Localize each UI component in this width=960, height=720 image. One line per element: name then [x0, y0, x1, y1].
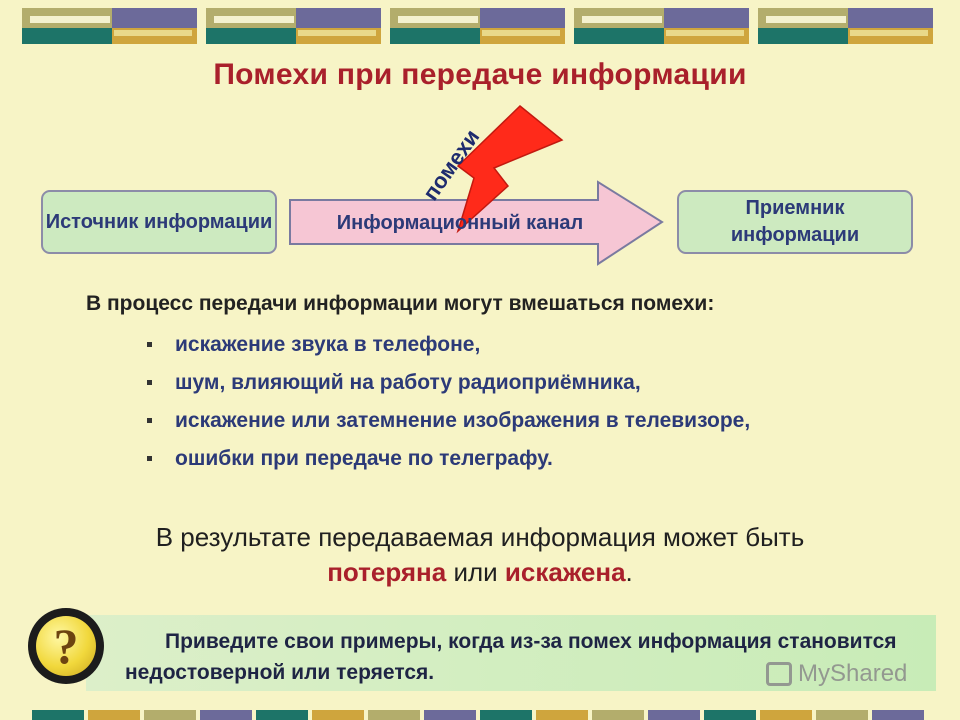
- top-decorative-band: [22, 8, 940, 44]
- band-tile: [816, 710, 868, 720]
- band-tile: [574, 28, 664, 44]
- band-tile: [850, 30, 928, 36]
- result-end: .: [625, 557, 633, 587]
- bullet-icon: [147, 418, 152, 423]
- band-tile: [766, 16, 846, 23]
- band-tile: [368, 710, 420, 720]
- band-tile: [666, 30, 744, 36]
- bullet-icon: [147, 456, 152, 461]
- band-tile: [592, 710, 644, 720]
- watermark: MyShared: [766, 656, 936, 692]
- question-band: [86, 615, 936, 691]
- bottom-decorative-band: [32, 710, 932, 720]
- list-item-text: искажение или затемнение изображения в т…: [175, 409, 751, 432]
- band-tile: [30, 16, 110, 23]
- noise-examples-list: искажение звука в телефоне, шум, влияющи…: [145, 328, 785, 480]
- band-tile: [144, 710, 196, 720]
- band-tile: [482, 30, 560, 36]
- bullet-icon: [147, 380, 152, 385]
- band-tile: [648, 710, 700, 720]
- band-tile: [872, 710, 924, 720]
- band-tile: [22, 28, 112, 44]
- band-tile: [296, 8, 381, 28]
- list-item-text: шум, влияющий на работу радиоприёмника,: [175, 371, 641, 394]
- band-tile: [704, 710, 756, 720]
- intro-text: В процесс передачи информации могут вмеш…: [86, 292, 715, 315]
- question-text: Приведите свои примеры, когда из-за поме…: [125, 626, 945, 688]
- list-item-text: ошибки при передаче по телеграфу.: [175, 447, 553, 470]
- list-item-text: искажение звука в телефоне,: [175, 333, 481, 356]
- question-glyph: ?: [36, 616, 96, 676]
- band-tile: [536, 710, 588, 720]
- result-line-1: В результате передаваемая информация мож…: [155, 522, 805, 552]
- source-box: Источник информации: [41, 190, 277, 254]
- list-item: шум, влияющий на работу радиоприёмника,: [145, 366, 785, 399]
- band-tile: [88, 710, 140, 720]
- band-tile: [312, 710, 364, 720]
- band-tile: [114, 30, 192, 36]
- channel-label: Информационный канал: [336, 212, 584, 234]
- list-item: искажение или затемнение изображения в т…: [145, 404, 785, 437]
- result-text: В результате передаваемая информация мож…: [0, 520, 960, 590]
- band-tile: [298, 30, 376, 36]
- band-tile: [200, 710, 252, 720]
- band-tile: [480, 8, 565, 28]
- question-mark-icon: ?: [28, 608, 104, 684]
- slide-title: Помехи при передаче информации: [213, 58, 747, 91]
- band-tile: [758, 28, 848, 44]
- band-tile: [582, 16, 662, 23]
- list-item: ошибки при передаче по телеграфу.: [145, 442, 785, 475]
- distorted-word: искажена: [504, 557, 626, 587]
- list-item: искажение звука в телефоне,: [145, 328, 785, 361]
- lost-word: потеряна: [327, 557, 447, 587]
- band-tile: [848, 8, 933, 28]
- question-body: Приведите свои примеры, когда из-за поме…: [125, 630, 897, 684]
- band-tile: [664, 8, 749, 28]
- band-tile: [214, 16, 294, 23]
- band-tile: [32, 710, 84, 720]
- noise-label: помехи: [417, 124, 485, 205]
- band-tile: [390, 28, 480, 44]
- watermark-logo-icon: [766, 662, 792, 686]
- band-tile: [398, 16, 478, 23]
- band-tile: [760, 710, 812, 720]
- band-tile: [424, 710, 476, 720]
- or-word: или: [446, 557, 505, 587]
- band-tile: [206, 28, 296, 44]
- band-tile: [112, 8, 197, 28]
- receiver-box: Приемник информации: [677, 190, 913, 254]
- bullet-icon: [147, 342, 152, 347]
- watermark-text: MyShared: [798, 660, 908, 687]
- band-tile: [256, 710, 308, 720]
- band-tile: [480, 710, 532, 720]
